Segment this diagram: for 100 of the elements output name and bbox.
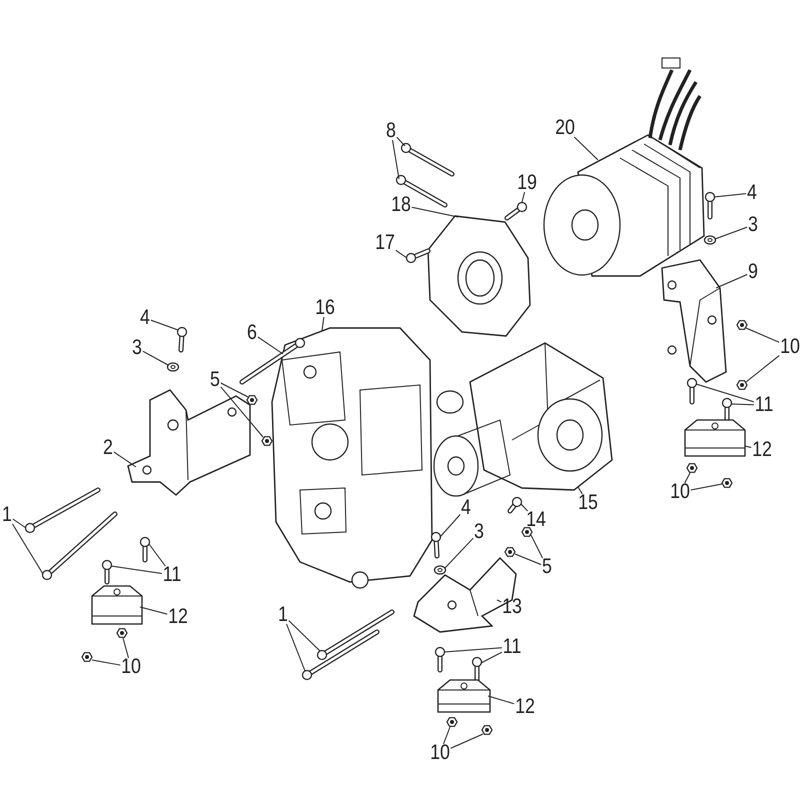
washer bbox=[434, 565, 446, 575]
leader-line bbox=[140, 606, 168, 615]
leader-line bbox=[12, 524, 44, 574]
leader-line bbox=[220, 382, 248, 398]
nut bbox=[721, 478, 733, 488]
leader-line bbox=[110, 566, 162, 574]
leader-line bbox=[684, 472, 690, 484]
leader-line bbox=[714, 226, 748, 240]
callout-number: 19 bbox=[516, 172, 538, 194]
leader-line bbox=[322, 316, 324, 332]
leader-line bbox=[411, 206, 458, 218]
leader-line bbox=[450, 734, 484, 749]
leader-line bbox=[12, 518, 26, 528]
bolt bbox=[406, 248, 430, 264]
callout-number: 18 bbox=[390, 194, 412, 216]
bolt bbox=[400, 142, 454, 176]
bolt bbox=[176, 326, 188, 352]
bolt bbox=[686, 378, 698, 404]
callout-number: 12 bbox=[167, 606, 189, 628]
callout-number: 3 bbox=[131, 337, 143, 359]
mount bbox=[437, 679, 491, 713]
nut bbox=[481, 725, 493, 735]
nut bbox=[736, 380, 748, 390]
nut bbox=[261, 436, 273, 446]
leader-line bbox=[746, 355, 780, 382]
bolt bbox=[434, 646, 446, 672]
callout-number: 10 bbox=[429, 742, 451, 764]
callout-number: 20 bbox=[554, 117, 576, 139]
nut bbox=[686, 463, 698, 473]
leader-line bbox=[520, 504, 528, 512]
bolt bbox=[42, 512, 118, 580]
bolt bbox=[24, 488, 100, 534]
callout-number: 8 bbox=[385, 120, 397, 142]
callout-number: 10 bbox=[669, 481, 691, 503]
leader-line bbox=[522, 192, 526, 202]
callout-number: 11 bbox=[162, 564, 182, 586]
leader-line bbox=[286, 624, 306, 672]
callout-number: 10 bbox=[120, 656, 142, 678]
leader-line bbox=[488, 696, 515, 704]
motor bbox=[543, 58, 705, 277]
bracket bbox=[661, 259, 727, 383]
nut bbox=[521, 527, 533, 537]
bolt bbox=[430, 532, 442, 558]
leader-line bbox=[442, 726, 450, 744]
callout-number: 6 bbox=[246, 322, 258, 344]
leader-line bbox=[392, 140, 400, 180]
callout-number: 16 bbox=[314, 297, 336, 319]
callout-number: 3 bbox=[473, 521, 485, 543]
callout-number: 4 bbox=[139, 307, 151, 329]
bolt bbox=[140, 536, 150, 562]
callout-number: 5 bbox=[541, 556, 553, 578]
bolt bbox=[704, 192, 716, 220]
leader-line bbox=[220, 386, 264, 438]
callout-number: 4 bbox=[460, 497, 472, 519]
callout-number: 9 bbox=[747, 261, 759, 283]
leader-line bbox=[716, 274, 748, 288]
leader-line bbox=[744, 446, 752, 448]
callout-number: 3 bbox=[747, 214, 759, 236]
leader-line bbox=[690, 484, 722, 490]
callout-number: 12 bbox=[514, 696, 536, 718]
leader-line bbox=[530, 534, 543, 558]
nut bbox=[81, 652, 93, 662]
callout-number: 11 bbox=[754, 394, 774, 416]
leader-line bbox=[92, 660, 121, 666]
nut bbox=[736, 320, 748, 330]
bolt bbox=[472, 656, 482, 682]
leader-line bbox=[142, 350, 168, 366]
leader-line bbox=[148, 544, 166, 566]
leader-line bbox=[396, 136, 406, 146]
callout-number: 12 bbox=[751, 439, 773, 461]
leader-line bbox=[113, 451, 136, 468]
bolt bbox=[508, 496, 522, 514]
leader-line bbox=[444, 647, 502, 652]
nut bbox=[246, 395, 258, 405]
leader-line bbox=[714, 193, 747, 198]
leader-line bbox=[578, 486, 583, 494]
leader-line bbox=[395, 250, 408, 258]
leader-line bbox=[288, 620, 320, 652]
nut bbox=[446, 717, 458, 727]
callout-number: 17 bbox=[374, 232, 396, 254]
callout-number: 15 bbox=[577, 492, 599, 514]
leader-line bbox=[150, 320, 178, 330]
nut bbox=[116, 628, 128, 638]
callout-number: 14 bbox=[525, 509, 547, 531]
callout-number: 1 bbox=[1, 504, 13, 526]
leader-line bbox=[574, 136, 598, 160]
mount bbox=[91, 585, 143, 625]
leader-line bbox=[514, 554, 542, 566]
gearbox bbox=[271, 327, 433, 589]
callout-number: 13 bbox=[501, 596, 523, 618]
leader-line bbox=[480, 652, 502, 664]
bolt bbox=[302, 630, 380, 680]
plate bbox=[427, 215, 531, 337]
callout-number: 4 bbox=[746, 182, 758, 204]
leader-line bbox=[730, 404, 754, 406]
leader-line bbox=[444, 538, 474, 568]
leader-line bbox=[122, 638, 130, 658]
callout-number: 5 bbox=[209, 369, 221, 391]
bolt bbox=[316, 610, 394, 660]
callout-number: 10 bbox=[779, 336, 800, 358]
